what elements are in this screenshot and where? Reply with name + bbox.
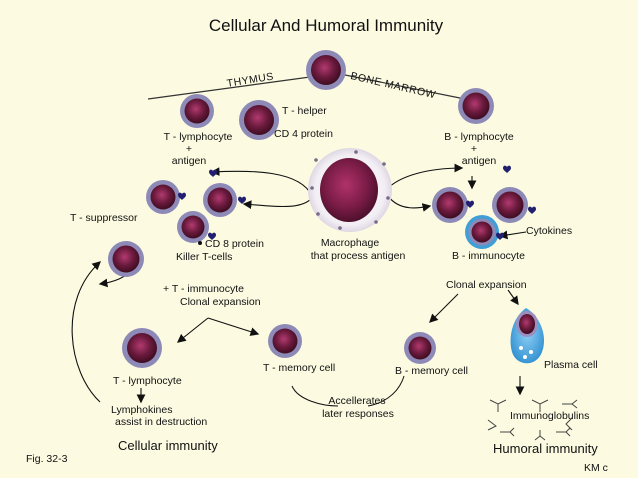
lymphokines-sub-label: assist in destruction <box>115 416 208 428</box>
arrow-clonal-to-plasma <box>507 289 519 306</box>
cell-b-memory <box>404 332 436 364</box>
cell-b-immunocyte <box>465 215 499 249</box>
cell-t-suppressor <box>108 241 144 277</box>
thymus-line <box>147 76 311 100</box>
macrophage-sub-label: that process antigen <box>310 250 406 262</box>
cell-t-memory <box>268 324 302 358</box>
t-suppressor-label: T - suppressor <box>70 212 138 224</box>
cell-t-antigen-1 <box>146 180 180 214</box>
plasma-cell-label: Plasma cell <box>544 359 598 371</box>
t-antigen-label: antigen <box>171 155 207 167</box>
arrow-macrophage-to-t-antigen <box>210 167 313 197</box>
lymphokines-label: Lymphokines <box>111 404 173 416</box>
immunoglobulins-label: Immunoglobulins <box>510 410 590 422</box>
immunoglobulin-antibodies <box>487 399 578 441</box>
bone-marrow-line <box>339 73 466 100</box>
b-memory-cell-label: B - memory cell <box>395 365 468 377</box>
cell-t-antigen-2 <box>203 183 237 217</box>
cell-t-helper <box>239 100 279 140</box>
line-t-memory-to-accellerates <box>291 385 339 407</box>
arrow-clonal-to-t-memory <box>207 317 260 336</box>
arrow-clonal-to-b-memory <box>429 293 459 323</box>
b-lymphocyte-label: B - lymphocyte <box>444 131 514 143</box>
cd8-protein-label: CD 8 protein <box>205 238 264 250</box>
cell-b-antigen-1 <box>432 187 468 223</box>
t-immunocyte-label: + T - immunocyte <box>163 283 245 295</box>
arrow-t-suppressor-loop <box>71 261 101 403</box>
t-lymphocyte-bottom-label: T - lymphocyte <box>113 375 182 387</box>
arrow-macrophage-to-t-cell <box>242 187 319 210</box>
cell-killer-t <box>177 211 209 243</box>
figure-number: Fig. 32-3 <box>26 453 68 465</box>
macrophage-label: Macrophage <box>320 237 380 249</box>
antigen-hearts <box>178 165 536 240</box>
arrow-cytokines <box>498 230 527 240</box>
cell-t-lymphocyte-thymus <box>180 94 214 128</box>
cell-t-lymphocyte-bottom <box>122 328 162 368</box>
b-immunocyte-label: B - immunocyte <box>452 250 525 262</box>
cell-b-antigen-2 <box>492 187 528 223</box>
cd8-bullet <box>198 241 202 245</box>
arrow-clonal-to-t-lymphocyte <box>176 317 209 343</box>
arrow-macrophage-to-b-cell <box>387 195 432 212</box>
author-initials: KM c <box>584 462 608 474</box>
cell-top-bone-marrow <box>306 50 346 90</box>
later-responses-label: later responses <box>322 408 394 420</box>
t-clonal-expansion-label: Clonal expansion <box>180 296 261 308</box>
b-antigen-label: antigen <box>461 155 497 167</box>
cytokines-label: Cytokines <box>526 225 573 237</box>
b-plus-label: + <box>470 143 478 155</box>
arrow-macrophage-to-b-antigen <box>385 163 464 191</box>
page-title: Cellular And Humoral Immunity <box>208 16 444 35</box>
t-lymphocyte-label: T - lymphocyte <box>163 131 233 143</box>
cell-b-lymphocyte <box>458 88 494 124</box>
killer-t-cells-label: Killer T-cells <box>176 251 233 263</box>
cd4-protein-label: CD 4 protein <box>274 128 333 140</box>
cellular-immunity-label: Cellular immunity <box>118 438 218 453</box>
t-helper-label: T - helper <box>282 105 327 117</box>
t-memory-cell-label: T - memory cell <box>263 362 336 374</box>
b-clonal-expansion-label: Clonal expansion <box>446 279 527 291</box>
plasma-cell <box>510 308 545 364</box>
line-b-memory-to-accellerates <box>367 375 405 407</box>
macrophage-cell <box>308 148 392 232</box>
humoral-immunity-label: Humoral immunity <box>493 441 598 456</box>
t-plus-label: + <box>185 143 193 155</box>
accellerates-label: Accellerates <box>328 395 386 407</box>
